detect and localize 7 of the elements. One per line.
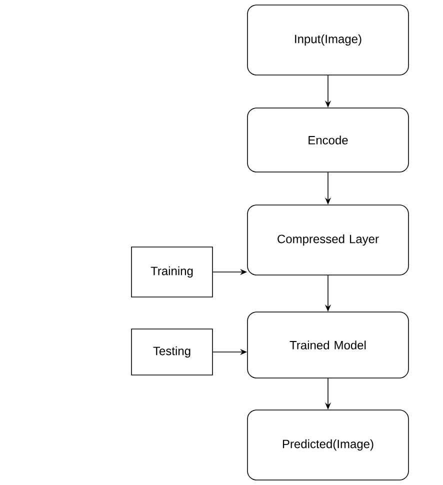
- process-box: Compressed Layer: [247, 204, 409, 276]
- process-box: Predicted(Image): [247, 410, 409, 480]
- process-box: Trained Model: [247, 312, 409, 378]
- input-box: Testing: [131, 328, 213, 376]
- process-box: Encode: [247, 108, 409, 172]
- input-box: Training: [131, 246, 213, 298]
- process-box: Input(Image): [247, 4, 409, 76]
